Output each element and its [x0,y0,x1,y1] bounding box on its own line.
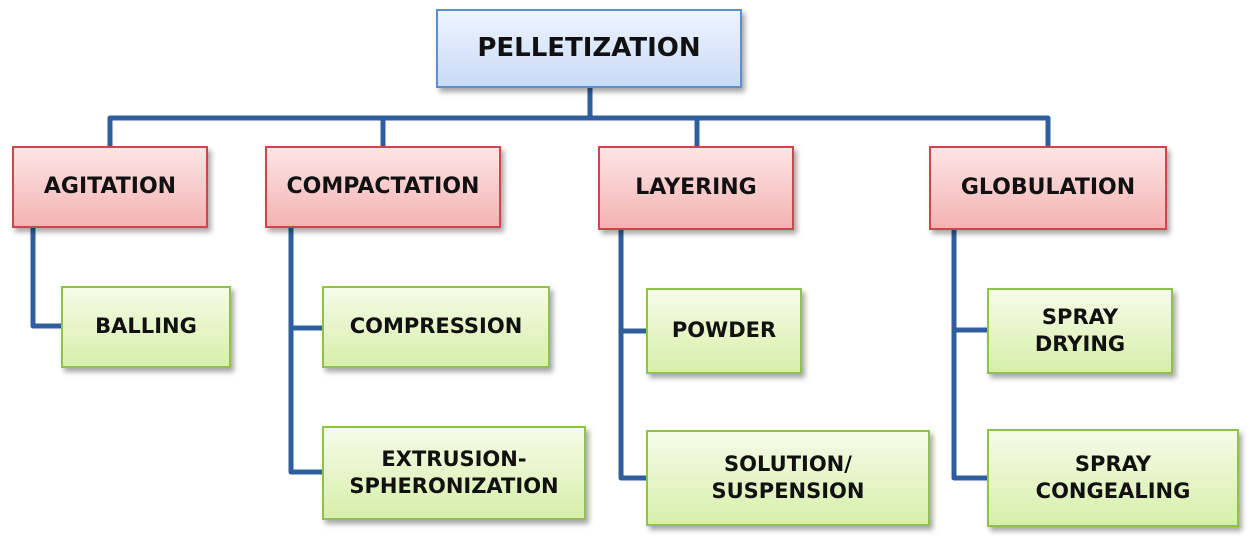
leaf-label: EXTRUSION- SPHERONIZATION [349,446,559,498]
leaf-label: SPRAY CONGEALING [1035,451,1191,503]
connector-agitation-children [30,228,64,329]
connector-globulation-children [951,230,989,481]
leaf-label: SPRAY DRYING [1034,304,1126,356]
root-label: PELLETIZATION [477,32,701,63]
leaf-label: POWDER [671,318,777,343]
leaf-node-compression: COMPRESSION [322,286,550,368]
leaf-node-powder: POWDER [646,288,802,374]
leaf-node-solution-suspension: SOLUTION/ SUSPENSION [646,430,930,526]
connector-compactation-children [288,228,324,475]
leaf-node-balling: BALLING [61,286,231,368]
leaf-label: BALLING [95,314,197,339]
root-node-pelletization: PELLETIZATION [436,9,742,88]
connector-layering-children [618,230,648,481]
category-label: GLOBULATION [960,174,1136,200]
leaf-node-extrusion-spheronization: EXTRUSION- SPHERONIZATION [322,426,586,520]
category-node-globulation: GLOBULATION [929,146,1167,230]
category-node-compactation: COMPACTATION [265,146,501,228]
leaf-node-spray-congealing: SPRAY CONGEALING [987,429,1239,527]
connector-bar [107,115,1051,149]
category-label: COMPACTATION [286,173,480,199]
leaf-label: SOLUTION/ SUSPENSION [711,451,865,503]
category-node-layering: LAYERING [598,146,794,230]
leaf-label: COMPRESSION [349,314,523,339]
leaf-node-spray-drying: SPRAY DRYING [987,288,1173,374]
category-label: LAYERING [635,174,757,200]
category-label: AGITATION [43,173,177,199]
category-node-agitation: AGITATION [12,146,208,228]
